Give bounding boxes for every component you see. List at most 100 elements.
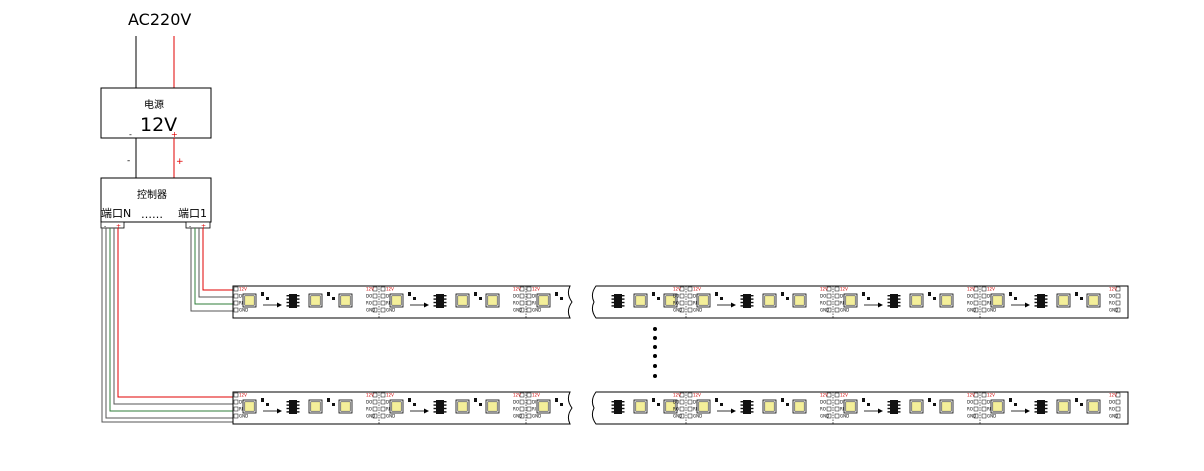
solder-pad: [981, 307, 987, 313]
solder-pad: [826, 286, 832, 292]
solder-pad: [380, 406, 386, 412]
dc-minus-label: -: [127, 156, 130, 166]
pin-label: 12V: [840, 287, 848, 292]
power-supply-minus: -: [129, 130, 132, 139]
ic-pin: [1034, 401, 1037, 403]
resistor: [928, 292, 931, 296]
led-chip-emitter: [698, 401, 709, 412]
solder-pad: [372, 392, 378, 398]
solder-pad: [372, 293, 378, 299]
port-1-plus: +: [201, 223, 206, 230]
ic-pin: [1034, 411, 1037, 413]
ic-pin: [1045, 305, 1048, 307]
resistor: [555, 398, 558, 402]
solder-pad: [372, 307, 378, 313]
solder-pad: [1115, 406, 1121, 412]
pin-label: DO: [673, 400, 679, 405]
signal-wire: [101, 228, 241, 423]
capacitor: [657, 297, 660, 300]
pin-label: RI: [386, 301, 390, 306]
pin-label: DO: [513, 400, 519, 405]
solder-pad: [233, 413, 239, 419]
led-chip-emitter: [340, 295, 351, 306]
pin-label: 12V: [239, 287, 247, 292]
ic-pin: [898, 401, 901, 403]
resistor: [261, 292, 264, 296]
solder-pad: [526, 307, 532, 313]
solder-pad: [526, 293, 532, 299]
solder-pad: [826, 307, 832, 313]
controller-port-1: 端口1: [178, 207, 207, 220]
solder-pad: [1115, 392, 1121, 398]
arrow-head: [424, 408, 429, 414]
pin-label: GND: [532, 308, 541, 313]
capacitor: [867, 403, 870, 406]
pin-label: DO: [1109, 400, 1115, 405]
ic-pin: [1045, 407, 1048, 410]
resistor: [781, 398, 784, 402]
solder-pad: [973, 413, 979, 419]
capacitor: [867, 297, 870, 300]
pin-label: GND: [1109, 308, 1118, 313]
ic-pin: [887, 404, 890, 406]
solder-pad: [372, 406, 378, 412]
controller-name: 控制器: [137, 188, 167, 201]
solder-pad: [981, 406, 987, 412]
capacitor: [933, 297, 936, 300]
ic-pin: [433, 407, 436, 410]
solder-pad: [1115, 300, 1121, 306]
pin-label: RI: [840, 407, 844, 412]
pin-label: RO: [967, 301, 973, 306]
solder-pad: [233, 307, 239, 313]
resistor: [781, 292, 784, 296]
solder-pad: [372, 286, 378, 292]
solder-pad: [981, 392, 987, 398]
solder-pad: [973, 307, 979, 313]
pin-label: GND: [513, 308, 522, 313]
ic-pin: [1045, 404, 1048, 406]
driver-ic: [436, 400, 444, 414]
ic-pin: [740, 298, 743, 300]
ic-pin: [433, 411, 436, 413]
ic-pin: [751, 407, 754, 410]
ic-pin: [740, 407, 743, 410]
port-1-connector: [185, 221, 211, 229]
ic-pin: [286, 407, 289, 410]
led-chip-emitter: [911, 295, 922, 306]
ic-pin: [898, 305, 901, 307]
ic-pin: [622, 404, 625, 406]
ic-pin: [433, 305, 436, 307]
led-chip-emitter: [635, 401, 646, 412]
pin-label: 12V: [366, 393, 374, 398]
port-n-plus: +: [116, 223, 121, 230]
pin-label: DI: [239, 400, 243, 405]
pin-label: 12V: [840, 393, 848, 398]
solder-pad: [519, 286, 525, 292]
driver-ic: [1037, 294, 1045, 308]
solder-pad: [233, 406, 239, 412]
pin-label: RI: [693, 301, 697, 306]
resistor: [408, 398, 411, 402]
pin-label: DI: [987, 400, 991, 405]
arrow-head: [277, 408, 282, 414]
led-chip-emitter: [665, 295, 676, 306]
led-chip-emitter: [845, 295, 856, 306]
solder-pad: [679, 300, 685, 306]
led-chip-emitter: [764, 295, 775, 306]
solder-pad: [834, 406, 840, 412]
pin-label: RO: [673, 407, 679, 412]
ic-pin: [433, 295, 436, 297]
pin-label: RI: [987, 301, 991, 306]
ic-pin: [740, 301, 743, 304]
pin-label: RI: [532, 407, 536, 412]
ic-pin: [887, 401, 890, 403]
led-chip-emitter: [1058, 295, 1069, 306]
led-chip-emitter: [310, 295, 321, 306]
driver-ic: [890, 400, 898, 414]
solder-pad: [687, 406, 693, 412]
resistor: [652, 292, 655, 296]
ic-pin: [297, 407, 300, 410]
power-supply-name: 电源: [144, 98, 164, 111]
solder-pad: [973, 293, 979, 299]
pin-label: GND: [840, 414, 849, 419]
